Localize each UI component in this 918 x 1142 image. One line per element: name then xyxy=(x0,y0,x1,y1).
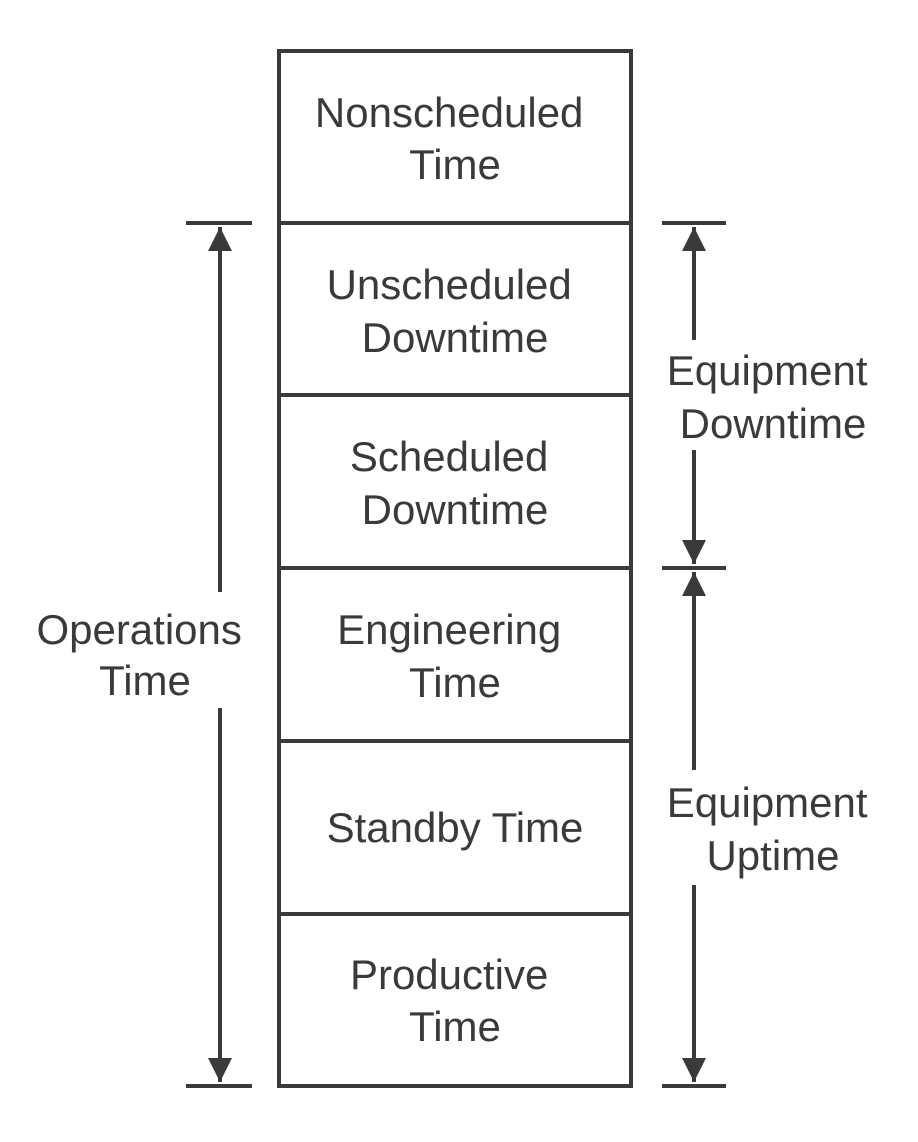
box-label-line: Productive xyxy=(350,951,548,998)
bracket-label-line: Equipment xyxy=(667,779,868,826)
bracket-label-line: Downtime xyxy=(680,400,867,447)
box-label-line: Time xyxy=(409,659,501,706)
box-scheduled-downtime: Scheduled Downtime xyxy=(277,393,633,570)
time-stack: Nonscheduled Time Unscheduled Downtime S… xyxy=(277,49,633,1088)
svg-text:Scheduled Downtime: Scheduled Downtime xyxy=(350,433,560,533)
svg-text:Equipment Uptime: Equipment Uptime xyxy=(667,779,879,879)
bracket-label-line: Operations xyxy=(36,606,241,653)
box-label-line: Downtime xyxy=(362,314,549,361)
svg-text:Standby Time: Standby Time xyxy=(327,804,584,851)
box-label-line: Downtime xyxy=(362,486,549,533)
svg-text:Nonscheduled Time: Nonscheduled Time xyxy=(315,89,595,188)
bracket-equipment-uptime: Equipment Uptime xyxy=(662,572,879,1088)
box-label-line: Time xyxy=(409,1003,501,1050)
box-label-line: Engineering xyxy=(337,606,561,653)
svg-text:Equipment Downtime: Equipment Downtime xyxy=(667,347,879,447)
svg-text:Engineering Time: Engineering Time xyxy=(337,606,573,706)
box-label-line: Time xyxy=(409,141,501,188)
box-productive-time: Productive Time xyxy=(277,912,633,1088)
svg-text:Unscheduled Downtime: Unscheduled Downtime xyxy=(327,261,584,361)
box-label-line: Nonscheduled xyxy=(315,89,584,136)
svg-text:Productive Time: Productive Time xyxy=(350,951,560,1050)
box-label-line: Scheduled xyxy=(350,433,549,480)
box-unscheduled-downtime: Unscheduled Downtime xyxy=(277,221,633,397)
bracket-equipment-downtime: Equipment Downtime xyxy=(662,221,879,570)
box-label-line: Unscheduled xyxy=(327,261,572,308)
box-standby-time: Standby Time xyxy=(277,739,633,916)
box-engineering-time: Engineering Time xyxy=(277,566,633,743)
bracket-label-line: Time xyxy=(99,657,191,704)
bracket-operations-time: Operations Time xyxy=(36,221,253,1088)
bracket-label-line: Equipment xyxy=(667,347,868,394)
svg-text:Operations Time: Operations Time xyxy=(36,606,253,704)
box-label-line: Standby Time xyxy=(327,804,584,851)
box-nonscheduled-time: Nonscheduled Time xyxy=(277,49,633,225)
bracket-label-line: Uptime xyxy=(706,832,839,879)
